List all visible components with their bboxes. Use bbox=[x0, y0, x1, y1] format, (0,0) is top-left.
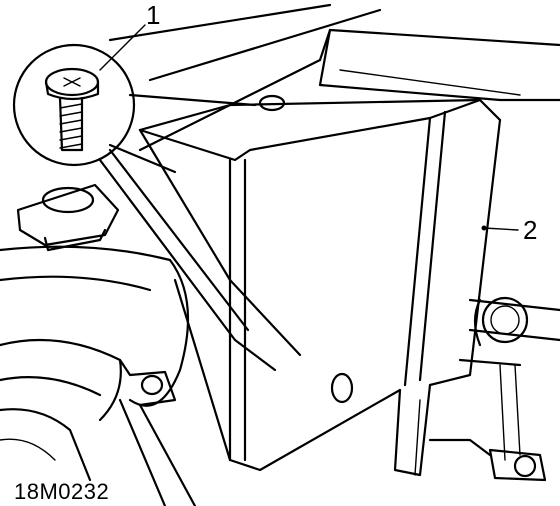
screw-icon bbox=[44, 67, 100, 152]
callout-2-label: 2 bbox=[523, 215, 537, 245]
reservoir-tank bbox=[138, 94, 502, 477]
callout-1-label: 1 bbox=[146, 0, 160, 30]
screw-inset bbox=[12, 43, 257, 174]
lower-housing bbox=[0, 245, 232, 506]
figure-reference-code: 18M0232 bbox=[14, 479, 109, 504]
filler-neck bbox=[16, 148, 277, 372]
callout-1-leader bbox=[99, 24, 146, 71]
engine-bay-background bbox=[108, 3, 560, 482]
callout-2-dot bbox=[481, 225, 487, 231]
callout-2-leader bbox=[483, 227, 519, 231]
